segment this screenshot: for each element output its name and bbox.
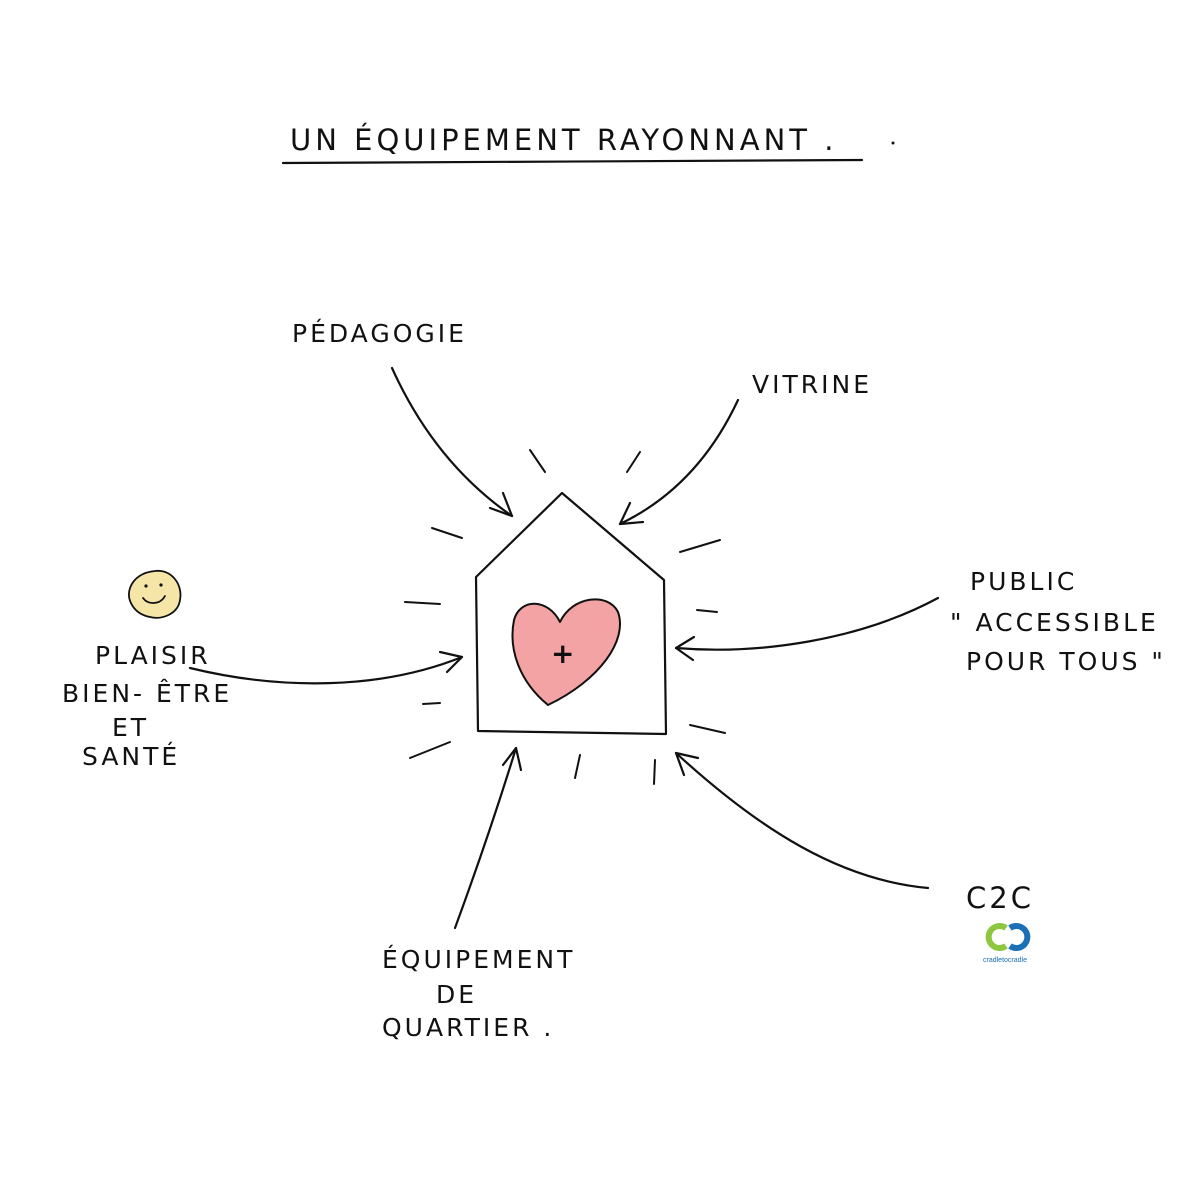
label-equipement-line-3: QUARTIER . [382, 1013, 555, 1042]
heart-icon [511, 598, 621, 706]
label-plaisir-line-4: SANTÉ [82, 742, 181, 771]
arrow-vitrine [618, 398, 740, 526]
radiating-rays [404, 449, 726, 785]
label-c2c: C2C [966, 881, 1034, 915]
label-public-line-3: POUR TOUS " [966, 647, 1166, 676]
label-plaisir-line-1: PLAISIR [95, 641, 211, 670]
label-pedagogie: PÉDAGOGIE [292, 319, 467, 348]
label-public-line-2: " ACCESSIBLE [950, 608, 1159, 637]
label-vitrine: VITRINE [752, 370, 872, 399]
stray-dot [891, 141, 895, 145]
heart-plus-symbol: + [551, 637, 575, 670]
label-plaisir-line-3: ET [112, 713, 150, 742]
smiley-icon [128, 570, 182, 619]
arrow-equipement [453, 746, 523, 930]
arrow-pedagogie [390, 366, 514, 518]
label-equipement-line-2: DE [436, 980, 478, 1009]
cradle-to-cradle-logo [985, 923, 1031, 951]
arrow-c2c [674, 751, 930, 890]
logo-caption: cradletocradle [983, 957, 1027, 964]
label-plaisir-line-2: BIEN- ÊTRE [62, 679, 233, 708]
label-equipement-line-1: ÉQUIPEMENT [382, 945, 576, 974]
diagram-title: UN ÉQUIPEMENT RAYONNANT . [290, 123, 838, 157]
house-icon [474, 491, 668, 736]
arrow-plaisir [188, 650, 464, 685]
arrow-public [674, 596, 940, 662]
title-underline [281, 158, 864, 165]
label-public-line-1: PUBLIC [970, 567, 1078, 596]
